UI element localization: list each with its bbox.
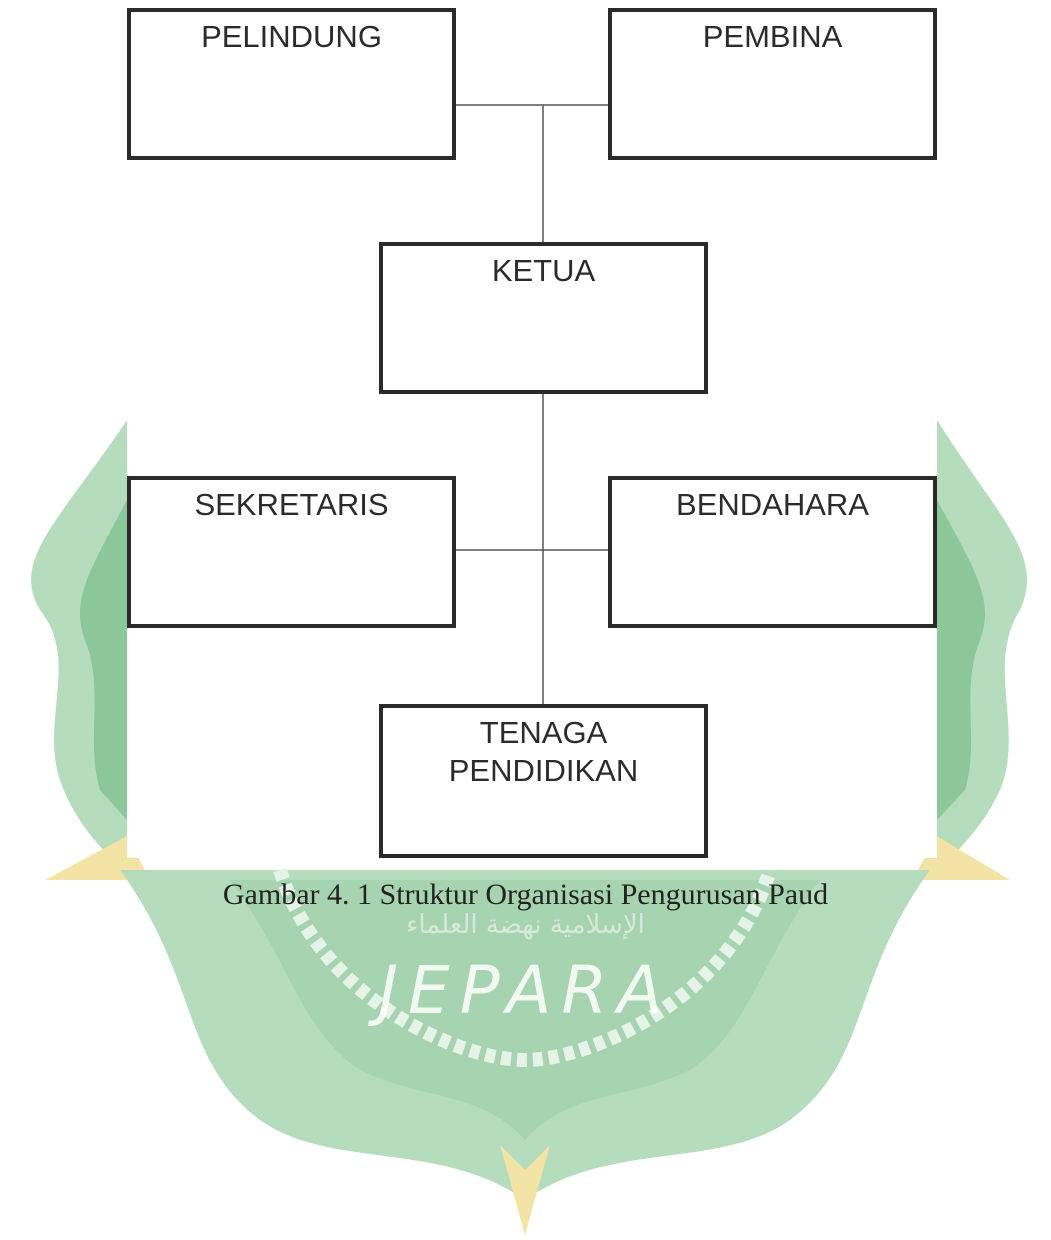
sekretaris-label: SEKRETARIS [194, 487, 389, 522]
watermark-right-wing-inner [937, 500, 986, 820]
ketua-box: KETUA [379, 242, 708, 394]
watermark-left-point [45, 836, 150, 880]
ketua-label: KETUA [491, 253, 596, 288]
watermark-arabic-text: الإسلامية نهضة العلماء [406, 910, 645, 940]
tenaga-pendidikan-box: TENAGA PENDIDIKAN [379, 704, 708, 858]
watermark-rope-ring [273, 867, 777, 1068]
pelindung-box: PELINDUNG [127, 8, 456, 160]
tenaga-label-line1: TENAGA [479, 715, 608, 750]
watermark-left-wing-inner [79, 500, 127, 820]
bendahara-box: BENDAHARA [608, 476, 937, 628]
watermark-crest-inner [230, 880, 820, 1140]
watermark-jepara-text: JEPARA [378, 952, 673, 1029]
bendahara-label: BENDAHARA [676, 487, 869, 522]
watermark-bottom-tip [500, 1145, 550, 1235]
pelindung-label: PELINDUNG [201, 19, 382, 54]
sekretaris-box: SEKRETARIS [127, 476, 456, 628]
tenaga-label-line2: PENDIDIKAN [448, 753, 639, 788]
pembina-box: PEMBINA [608, 8, 937, 160]
pembina-label: PEMBINA [702, 19, 843, 54]
figure-caption: Gambar 4. 1 Struktur Organisasi Pengurus… [222, 878, 829, 911]
